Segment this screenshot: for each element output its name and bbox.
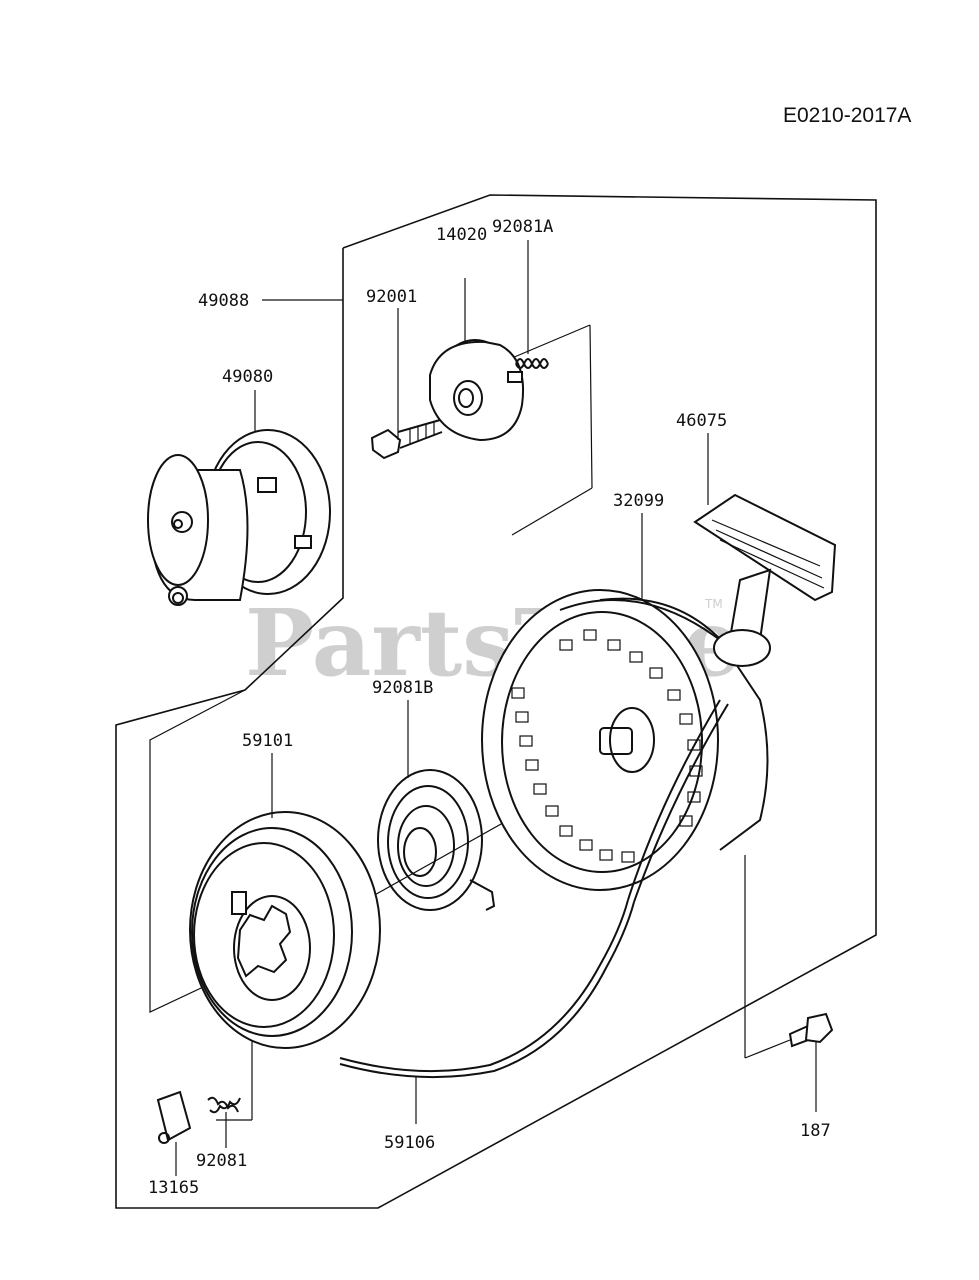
recoil-case-drawing [481,589,769,891]
leader-lines [175,240,817,1176]
part-label-92081a[interactable]: 92081A [492,217,553,237]
ratchet-guide-drawing [429,339,524,442]
part-label-13165[interactable]: 13165 [148,1178,199,1198]
part-label-187[interactable]: 187 [800,1121,831,1141]
part-label-14020[interactable]: 14020 [436,225,487,245]
ratchet-drawing [156,1090,192,1144]
part-label-46075[interactable]: 46075 [676,411,727,431]
spring-a-drawing [515,358,549,369]
spiral-spring-drawing [377,769,496,911]
watermark-tm: TM [704,597,723,611]
bolt-drawing [370,419,443,460]
reel-drawing [189,811,381,1049]
diagram-code: E0210-2017A [783,104,911,127]
part-label-92081[interactable]: 92081 [196,1151,247,1171]
assembly-frame [115,194,877,1209]
pulley-cup-drawing [147,429,331,606]
part-label-92081b[interactable]: 92081B [372,678,433,698]
part-label-49088[interactable]: 49088 [198,291,249,311]
part-label-32099[interactable]: 32099 [613,491,664,511]
spring-drawing [207,1096,241,1114]
part-label-49080[interactable]: 49080 [222,367,273,387]
part-label-92001[interactable]: 92001 [366,287,417,307]
part-label-59106[interactable]: 59106 [384,1133,435,1153]
part-label-59101[interactable]: 59101 [242,731,293,751]
starter-handle-drawing [693,493,837,667]
bolt-187-drawing [788,1012,834,1048]
rope-drawing [339,699,729,1079]
